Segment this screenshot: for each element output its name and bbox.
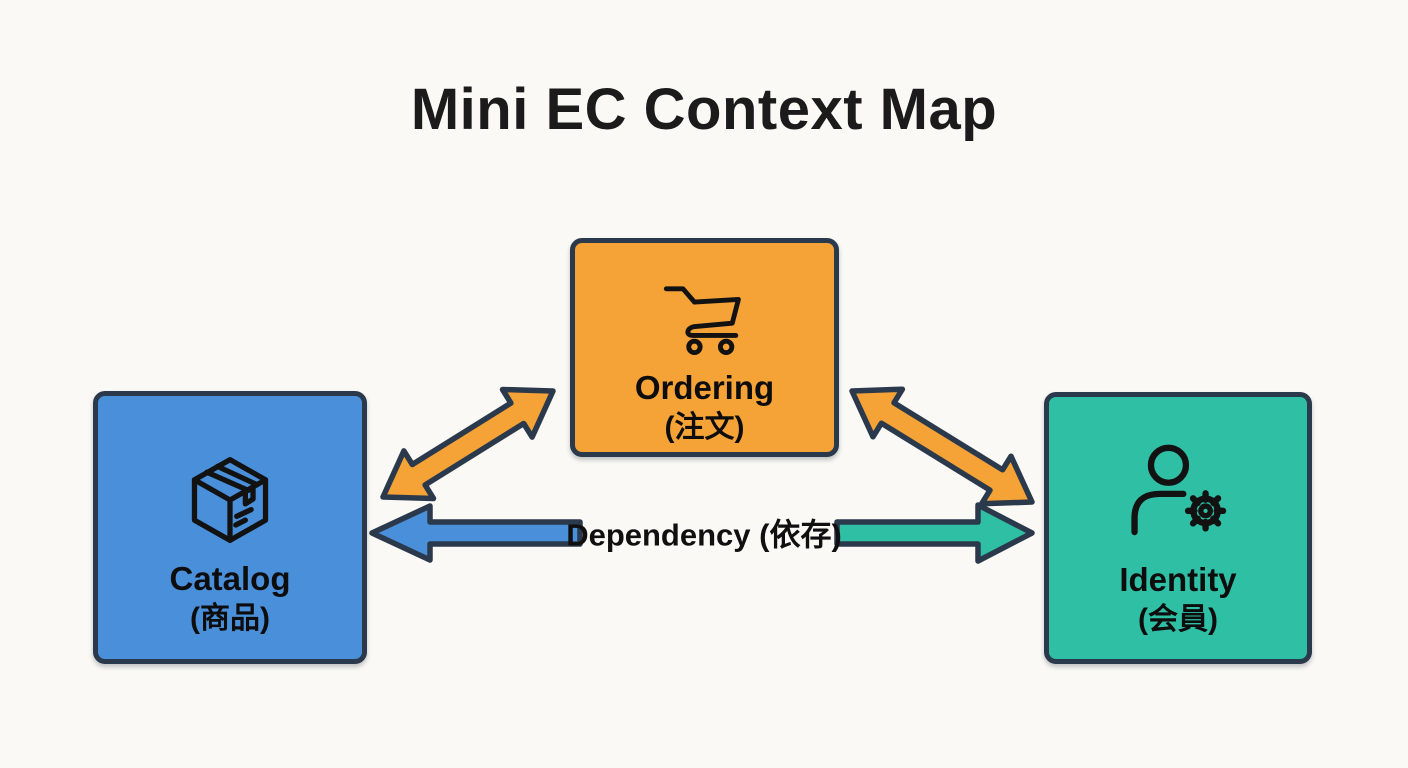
arrow-dependency-to-identity (834, 502, 1035, 564)
context-box-catalog: Catalog (商品) (93, 391, 367, 664)
context-name-ordering: Ordering (634, 369, 775, 406)
arrow-ordering-identity-bidirectional (849, 386, 1035, 507)
context-name-ja-ordering: (注文) (664, 411, 745, 444)
context-name-identity: Identity (1119, 561, 1237, 598)
arrow-catalog-ordering-bidirectional (380, 386, 556, 502)
user-gear-icon (1131, 444, 1227, 536)
context-name-catalog: Catalog (169, 560, 291, 597)
dependency-label: Dependency (依存) (566, 517, 842, 553)
context-name-ja-catalog: (商品) (190, 602, 270, 635)
context-box-ordering: Ordering (注文) (570, 238, 839, 457)
package-icon (191, 457, 269, 543)
context-box-identity: Identity (会員) (1044, 392, 1312, 664)
shopping-cart-icon (663, 286, 741, 356)
diagram-title: Mini EC Context Map (410, 77, 998, 142)
arrow-dependency-to-catalog (369, 503, 583, 563)
context-name-ja-identity: (会員) (1138, 603, 1218, 636)
